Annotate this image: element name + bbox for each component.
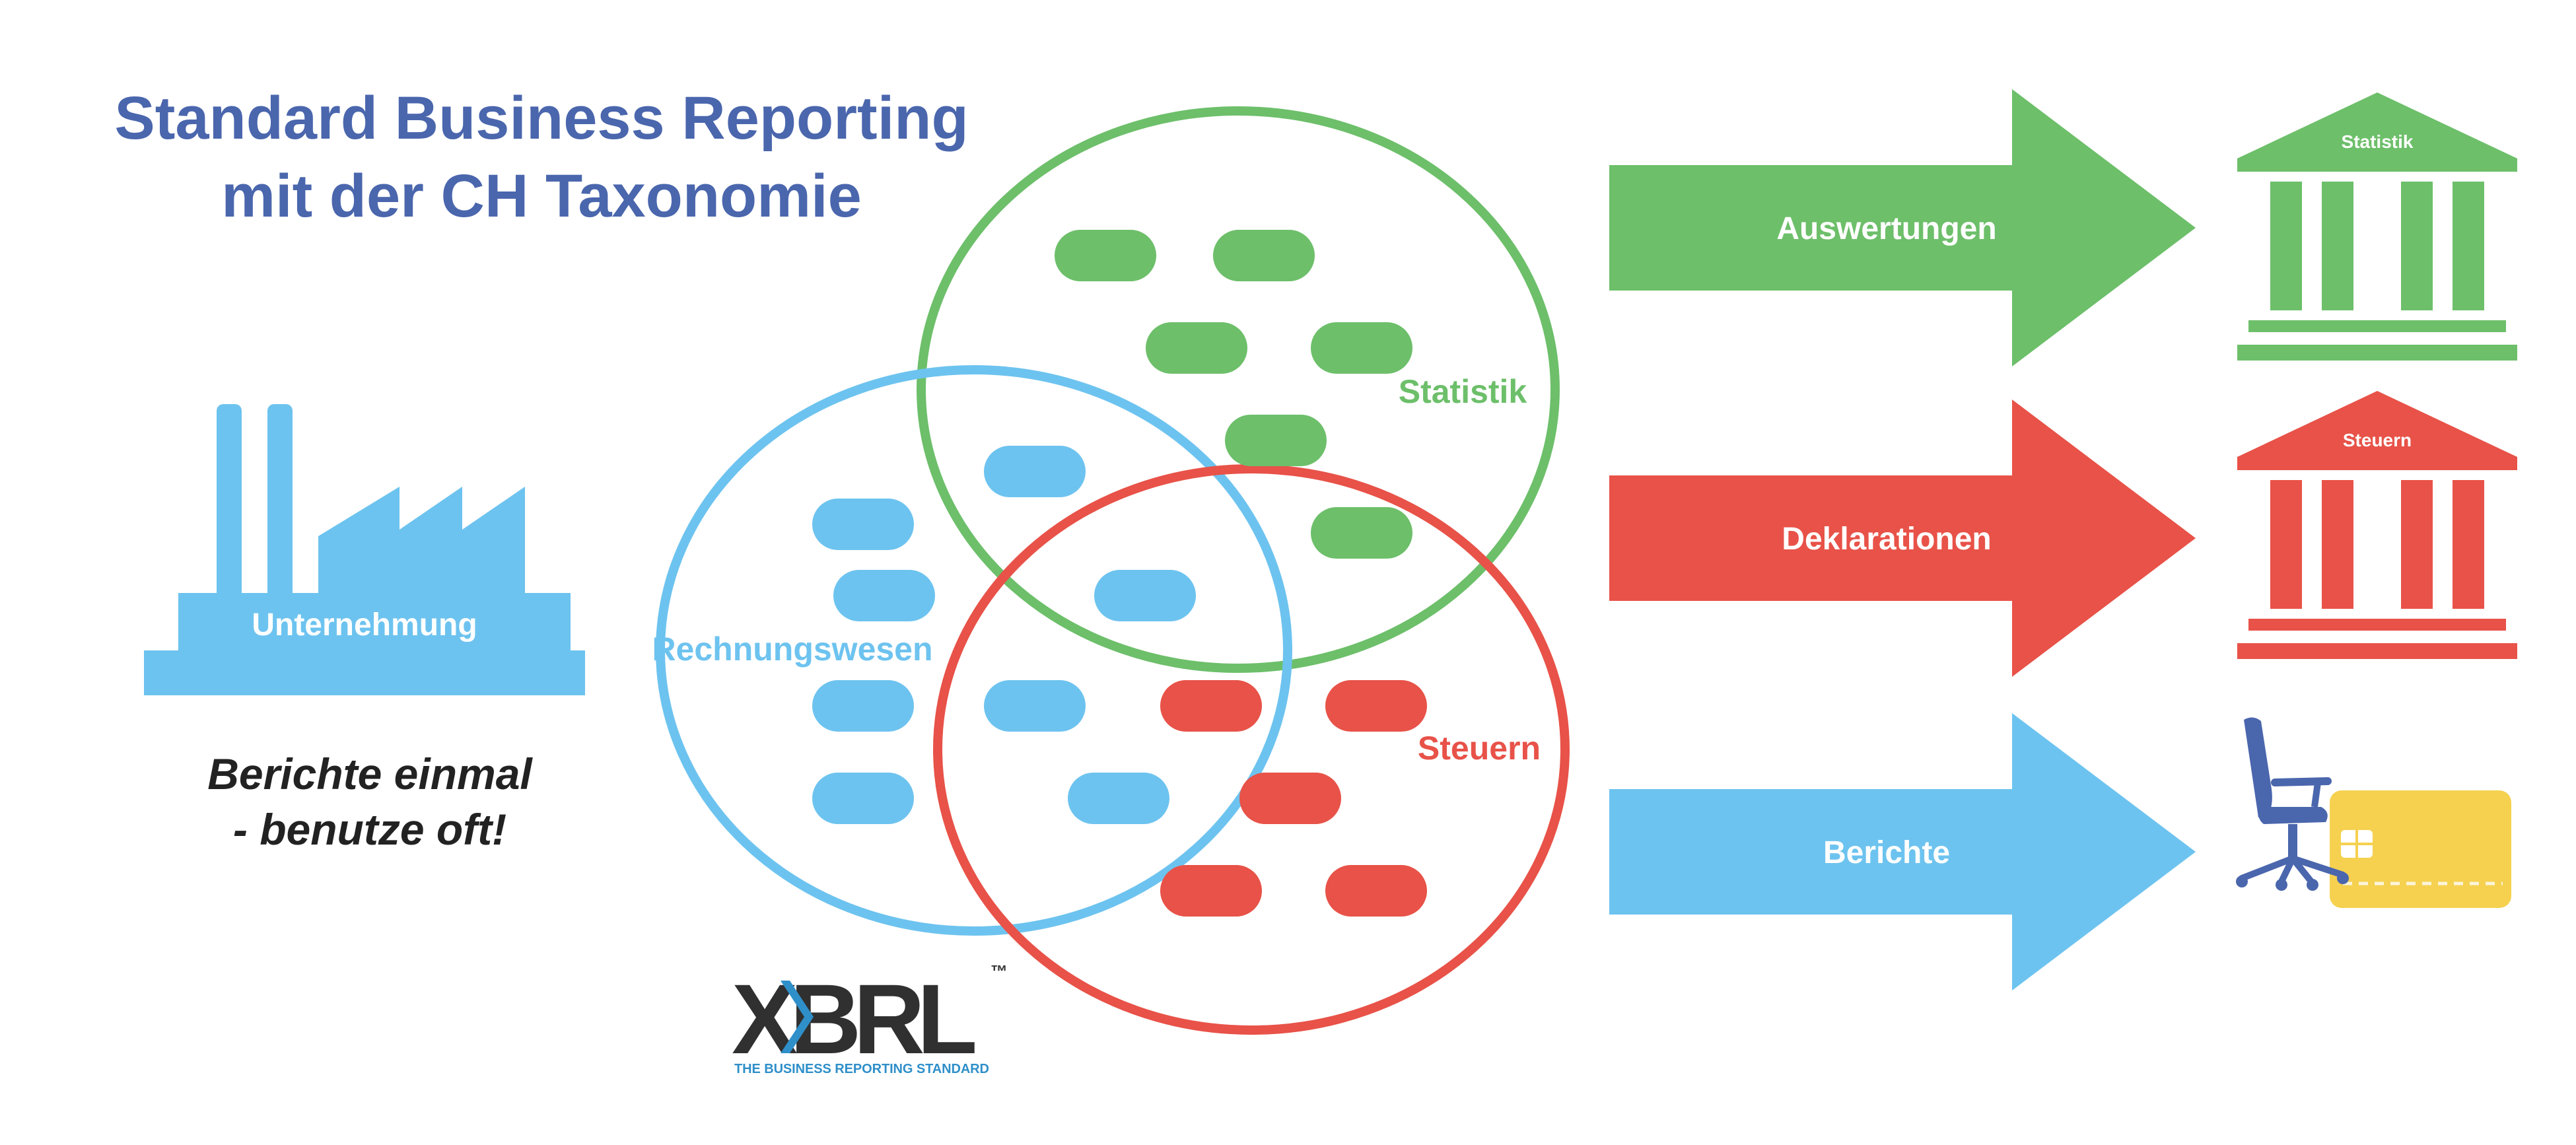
pill [1055, 230, 1156, 281]
xbrl-wordmark: XBRL [732, 963, 975, 1074]
arrow-label: Berichte [1823, 835, 1950, 870]
pill [984, 680, 1086, 732]
arrow-label: Auswertungen [1776, 211, 1996, 246]
office-chair-icon [2236, 717, 2349, 891]
bank-column [2322, 182, 2353, 310]
pill [1311, 507, 1412, 559]
bank-building-icon: Statistik [2237, 92, 2517, 361]
bank-label: Statistik [2342, 131, 2414, 152]
circle-steuern [933, 464, 1570, 1035]
xbrl-tagline: THE BUSINESS REPORTING STANDARD [734, 1062, 989, 1076]
circle-label-statistik: Statistik [1399, 373, 1527, 410]
factory-icon: Unternehmung [144, 404, 585, 695]
chair-leg [2289, 855, 2346, 878]
arrow-auswertungen: Auswertungen [1609, 89, 2196, 366]
circle-label-steuern: Steuern [1418, 730, 1541, 767]
factory-label: Unternehmung [252, 607, 477, 642]
xbrl-trademark: ™ [991, 961, 1008, 981]
pills-rechnungswesen [812, 446, 1196, 824]
pill [1225, 415, 1327, 466]
xbrl-logo: XBRL ™ THE BUSINESS REPORTING STANDARD [732, 961, 1008, 1076]
chair-back [2244, 717, 2272, 819]
chair-leg [2289, 855, 2315, 885]
xbrl-logo-accent [781, 981, 814, 1053]
circle-rechnungswesen [656, 365, 1292, 936]
pill [1325, 680, 1427, 732]
pills-steuern [1160, 680, 1427, 917]
bank-roof [2237, 391, 2517, 470]
factory-base [144, 650, 585, 695]
bank-label: Steuern [2343, 430, 2412, 450]
circle-label-rechnungswesen: Rechnungswesen [652, 631, 932, 668]
credit-card-icon [2330, 790, 2511, 908]
chair-seat [2258, 807, 2328, 824]
tagline: Berichte einmal - benutze oft! [99, 746, 641, 857]
pills-statistik [1055, 230, 1412, 559]
chair-wheel [2276, 879, 2287, 891]
bank-column [2453, 182, 2484, 310]
factory-roof [318, 487, 525, 596]
bank-base [2237, 345, 2517, 361]
bank-step [2248, 619, 2506, 631]
arrow-label: Deklarationen [1782, 522, 1991, 557]
arrow-shape [1609, 399, 2196, 677]
pill [812, 773, 914, 824]
chair-leg [2239, 855, 2296, 882]
chair-wheel [2307, 879, 2318, 891]
bank-column [2322, 480, 2353, 609]
arrow-shape [1609, 713, 2196, 990]
bank-column [2270, 182, 2302, 310]
pill [1160, 865, 1262, 917]
pill [812, 499, 914, 550]
page-title: Standard Business Reporting mit der CH T… [53, 79, 1030, 235]
pill [1325, 865, 1427, 917]
pill [1239, 773, 1341, 824]
bank-column [2401, 182, 2433, 310]
pill [1213, 230, 1315, 281]
title-line-2: mit der CH Taxonomie [221, 162, 862, 230]
arrow-deklarationen: Deklarationen [1609, 399, 2196, 677]
factory-body [178, 593, 571, 654]
bank-step [2248, 320, 2506, 332]
title-line-1: Standard Business Reporting [114, 85, 969, 152]
pill [984, 446, 1086, 497]
pill [833, 570, 935, 621]
bank-roof [2237, 92, 2517, 172]
bank-building-icon: Steuern [2237, 391, 2517, 659]
bank-column [2453, 480, 2484, 609]
bank-column [2401, 480, 2433, 609]
chair-leg [2278, 855, 2296, 885]
pill [1160, 680, 1262, 732]
arrow-shape [1609, 89, 2196, 366]
pill [1068, 773, 1169, 824]
factory-chimney-left [217, 404, 242, 602]
tagline-line-1: Berichte einmal [207, 749, 532, 798]
pill [812, 680, 914, 732]
bank-column [2270, 480, 2302, 609]
chair-wheel [2236, 876, 2248, 887]
chair-wheel [2337, 872, 2349, 884]
bank-base [2237, 643, 2517, 659]
pill [1094, 570, 1196, 621]
circle-statistik [917, 106, 1560, 673]
factory-chimney-right [267, 404, 293, 602]
pill [1146, 322, 1247, 374]
chair-armrest [2271, 777, 2332, 786]
arrow-berichte: Berichte [1609, 713, 2196, 990]
pill [1311, 322, 1412, 374]
card-body [2330, 790, 2511, 908]
tagline-line-2: - benutze oft! [232, 805, 507, 854]
